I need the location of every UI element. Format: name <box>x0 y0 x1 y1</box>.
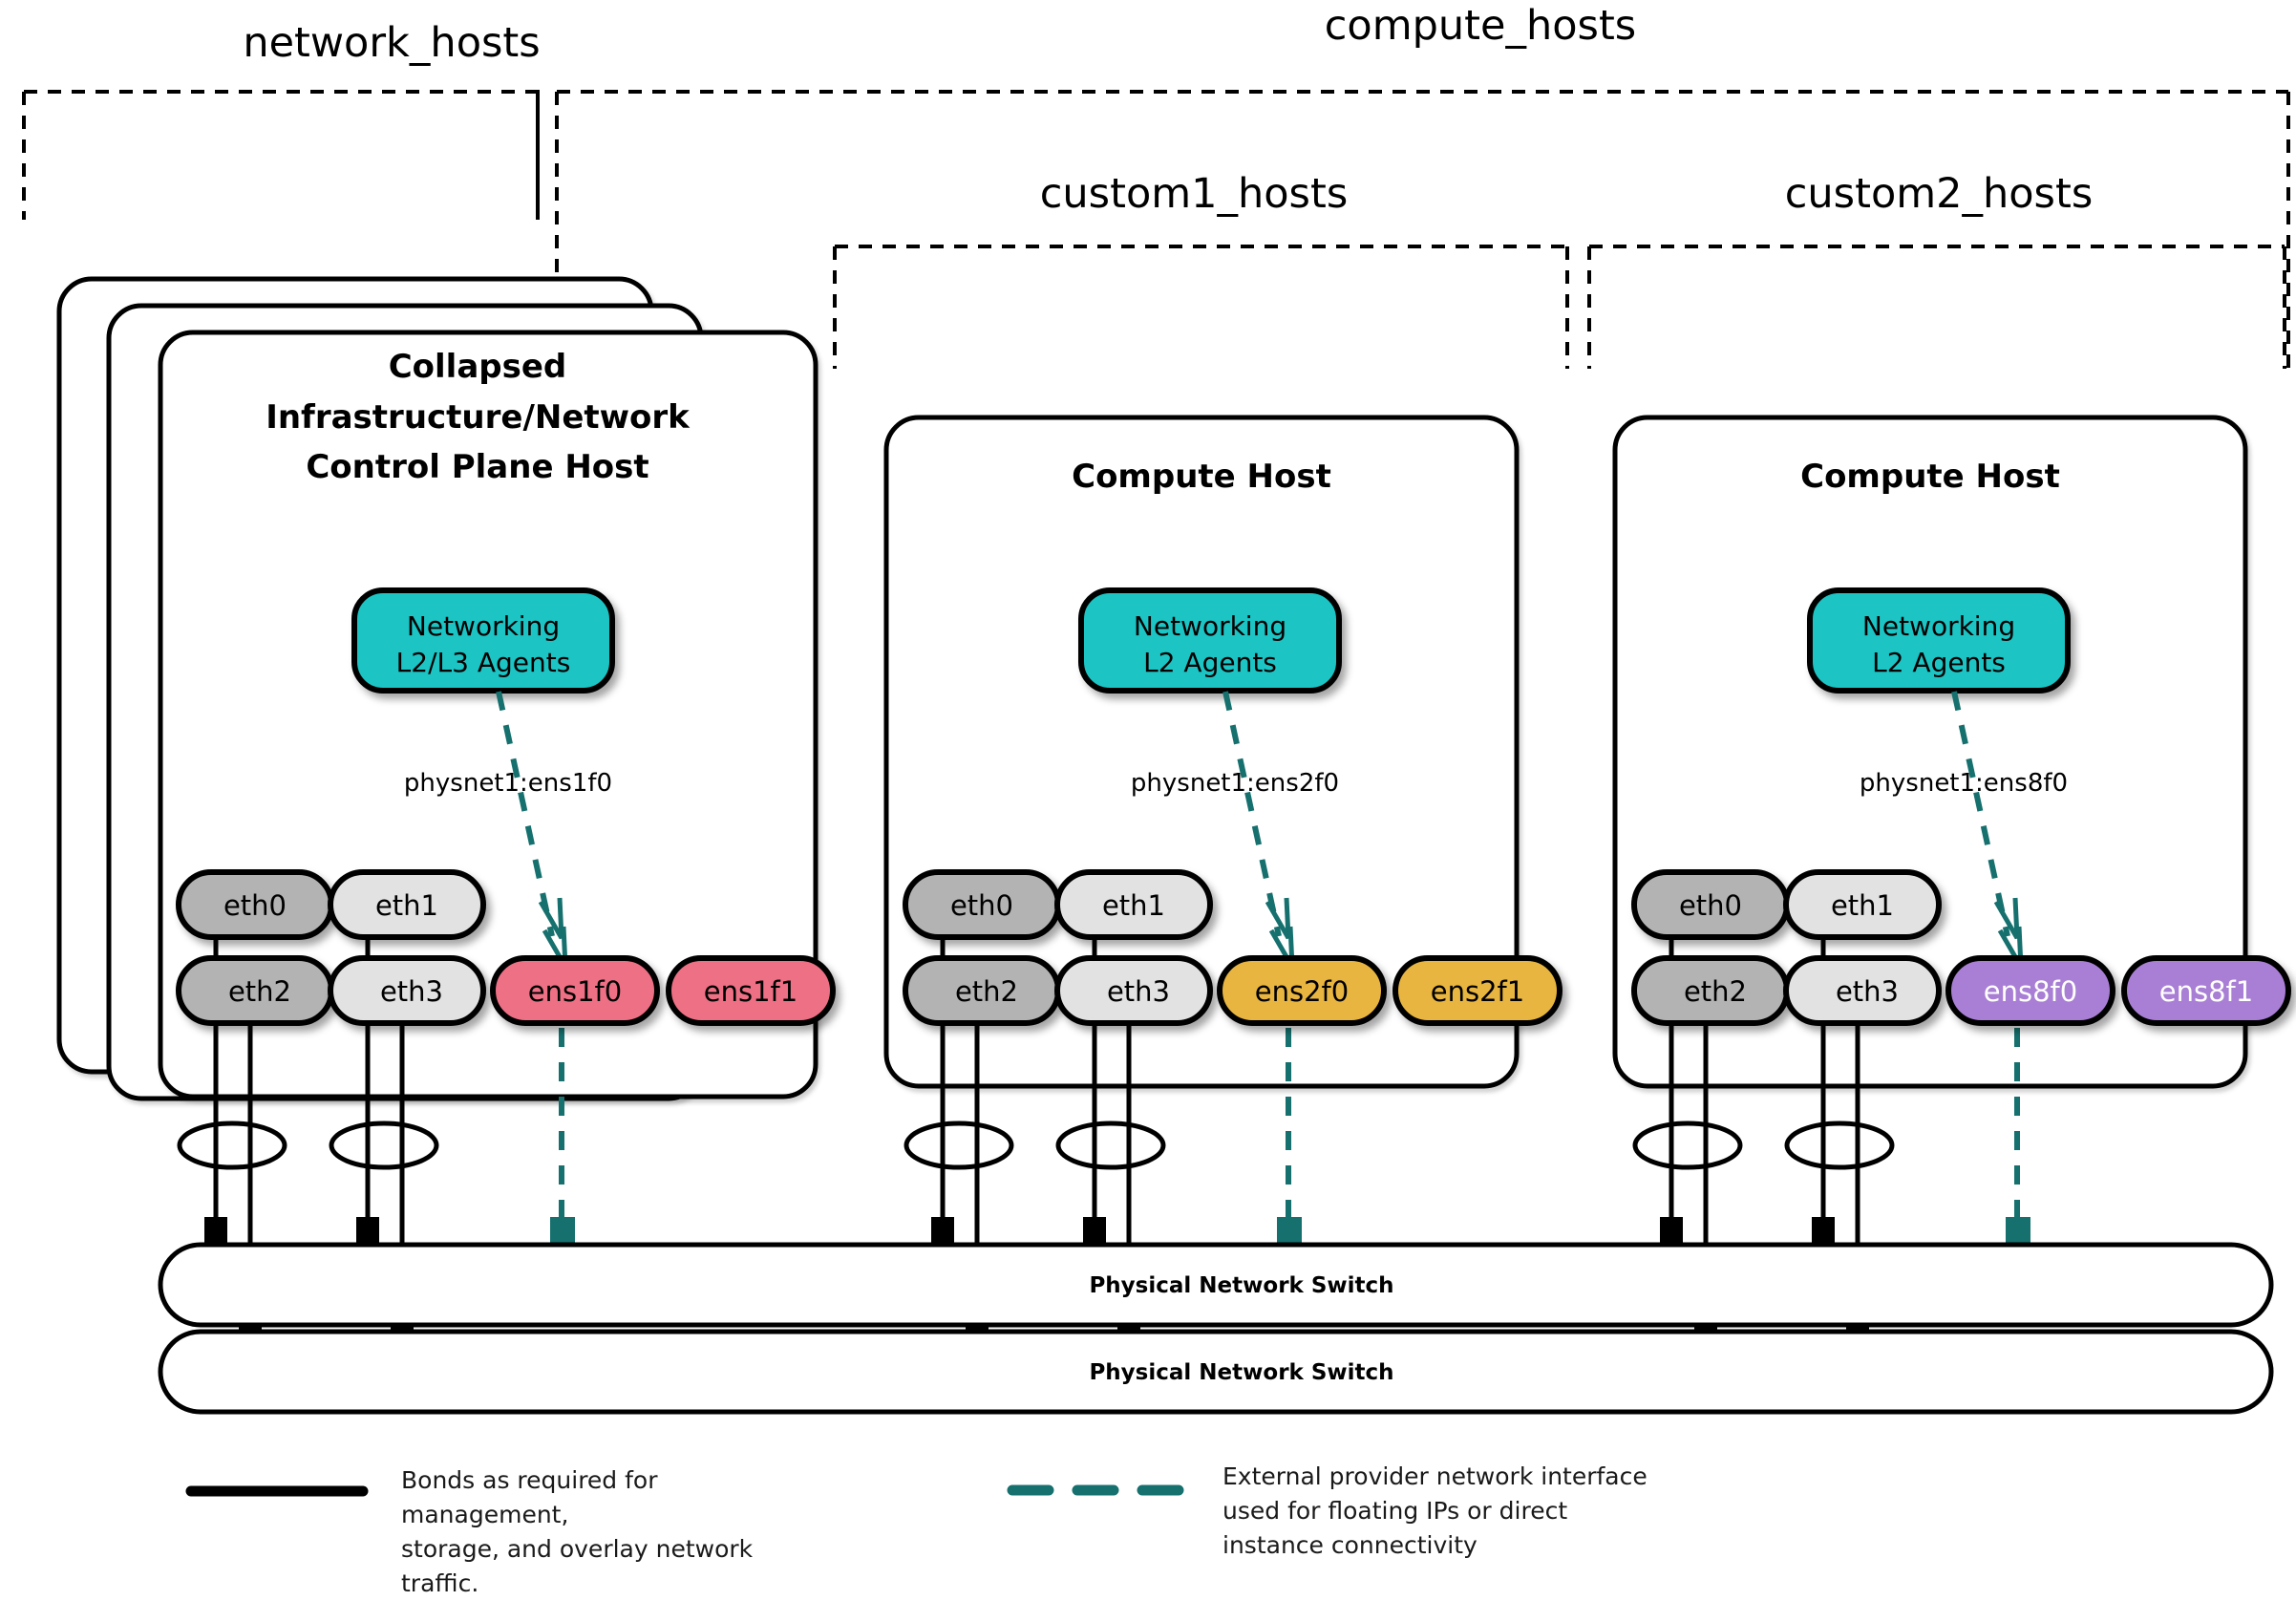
switch-label-top: Physical Network Switch <box>1089 1273 1393 1298</box>
bond-ellipse-host3-a <box>1632 1121 1743 1170</box>
nic-label-ens8f0: ens8f0 <box>1984 975 2077 1008</box>
legend-bond-line-2: storage, and overlay network traffic. <box>401 1535 754 1597</box>
nic-pill-eth2-host3[interactable]: eth2 <box>1631 955 1790 1026</box>
host-title-line-2: Infrastructure/Network <box>266 398 691 437</box>
nic-label-eth3-host3: eth3 <box>1836 975 1899 1008</box>
physnet-label-compute-1: physnet1:ens2f0 <box>1131 769 1339 798</box>
nic-label-eth1-host3: eth1 <box>1831 889 1894 922</box>
nic-row-bottom-host2: eth2 eth3 ens2f0 ens2f1 <box>903 955 1563 1026</box>
nic-pill-ens2f1[interactable]: ens2f1 <box>1392 955 1563 1026</box>
agent-label-compute1-line-1: Networking <box>1134 610 1286 642</box>
nic-pill-ens8f0[interactable]: ens8f0 <box>1945 955 2115 1026</box>
nic-label-ens2f1: ens2f1 <box>1431 975 1524 1008</box>
nic-label-eth0-host2: eth0 <box>950 889 1013 922</box>
bond-ellipse-host1-b <box>329 1121 439 1170</box>
legend-provider-line-1: External provider network interface <box>1222 1462 1648 1490</box>
agent-label-compute2-line-1: Networking <box>1862 610 2015 642</box>
legend-provider-line-3: instance connectivity <box>1222 1531 1478 1559</box>
physical-network-switch-bottom[interactable]: Physical Network Switch <box>158 1329 2274 1415</box>
legend-bond-text: Bonds as required for management, storag… <box>401 1463 812 1601</box>
nic-row-top-host2: eth0 eth1 <box>903 869 1213 940</box>
nic-label-eth2-host3: eth2 <box>1684 975 1747 1008</box>
physical-network-switch-top[interactable]: Physical Network Switch <box>158 1242 2274 1328</box>
bond-ellipse-host2-a <box>904 1121 1014 1170</box>
nic-label-eth3-host1: eth3 <box>380 975 443 1008</box>
nic-pill-eth2-host2[interactable]: eth2 <box>903 955 1061 1026</box>
agent-label-compute1-line-2: L2 Agents <box>1143 647 1277 678</box>
nic-label-ens1f0: ens1f0 <box>528 975 622 1008</box>
legend-provider-line-2: used for floating IPs or direct <box>1222 1497 1568 1525</box>
agent-pill-control-plane[interactable]: Networking L2/L3 Agents <box>351 587 615 694</box>
agent-label-compute2-line-2: L2 Agents <box>1872 647 2006 678</box>
nic-pill-eth2-host1[interactable]: eth2 <box>176 955 334 1026</box>
nic-pill-ens2f0[interactable]: ens2f0 <box>1217 955 1387 1026</box>
nic-pill-eth1-host3[interactable]: eth1 <box>1783 869 1942 940</box>
nic-pill-eth3-host1[interactable]: eth3 <box>328 955 486 1026</box>
group-boundary-network-hosts <box>22 90 540 220</box>
group-boundary-custom1-hosts <box>833 245 1569 369</box>
nic-pill-eth1-host2[interactable]: eth1 <box>1054 869 1213 940</box>
bond-ellipse-host2-b <box>1055 1121 1166 1170</box>
nic-pill-eth0-host1[interactable]: eth0 <box>176 869 334 940</box>
physnet-label-control-plane: physnet1:ens1f0 <box>404 769 612 798</box>
legend-provider-text: External provider network interface used… <box>1222 1460 1662 1563</box>
bond-ellipse-host3-b <box>1784 1121 1895 1170</box>
nic-pill-ens1f1[interactable]: ens1f1 <box>666 955 836 1026</box>
group-boundary-custom2-hosts <box>1587 245 2286 369</box>
nic-row-bottom-host3: eth2 eth3 ens8f0 ens8f1 <box>1631 955 2291 1026</box>
legend-bond-line-1: Bonds as required for management, <box>401 1466 658 1528</box>
nic-row-top-host1: eth0 eth1 <box>176 869 486 940</box>
nic-label-eth0-host1: eth0 <box>223 889 287 922</box>
nic-pill-ens8f1[interactable]: ens8f1 <box>2121 955 2291 1026</box>
physnet-label-compute-2: physnet1:ens8f0 <box>1860 769 2068 798</box>
nic-pill-eth0-host3[interactable]: eth0 <box>1631 869 1790 940</box>
nic-row-top-host3: eth0 eth1 <box>1631 869 1942 940</box>
nic-pill-eth1-host1[interactable]: eth1 <box>328 869 486 940</box>
agent-pill-compute-1[interactable]: Networking L2 Agents <box>1078 587 1342 694</box>
nic-label-eth2-host1: eth2 <box>228 975 291 1008</box>
nic-row-bottom-host1: eth2 eth3 ens1f0 ens1f1 <box>176 955 836 1026</box>
host-title-compute-1: Compute Host <box>1072 458 1331 496</box>
nic-pill-ens1f0[interactable]: ens1f0 <box>490 955 660 1026</box>
nic-label-ens1f1: ens1f1 <box>704 975 797 1008</box>
host-title-line-3: Control Plane Host <box>306 448 648 486</box>
host-title-compute-2: Compute Host <box>1800 458 2060 496</box>
nic-pill-eth3-host3[interactable]: eth3 <box>1783 955 1942 1026</box>
agent-pill-compute-2[interactable]: Networking L2 Agents <box>1807 587 2071 694</box>
nic-label-eth1-host1: eth1 <box>375 889 438 922</box>
agent-label-line-1: Networking <box>407 610 560 642</box>
nic-label-eth0-host3: eth0 <box>1679 889 1742 922</box>
nic-label-eth3-host2: eth3 <box>1107 975 1170 1008</box>
nic-label-ens2f0: ens2f0 <box>1255 975 1349 1008</box>
nic-label-eth2-host2: eth2 <box>955 975 1018 1008</box>
nic-label-eth1-host2: eth1 <box>1102 889 1165 922</box>
nic-label-ens8f1: ens8f1 <box>2159 975 2253 1008</box>
group-boundary-compute-hosts <box>555 90 2290 369</box>
bond-ellipse-host1-a <box>177 1121 287 1170</box>
nic-pill-eth0-host2[interactable]: eth0 <box>903 869 1061 940</box>
nic-pill-eth3-host2[interactable]: eth3 <box>1054 955 1213 1026</box>
agent-label-line-2: L2/L3 Agents <box>396 647 571 678</box>
host-title-line-1: Collapsed <box>389 348 567 386</box>
switch-label-bottom: Physical Network Switch <box>1089 1360 1393 1385</box>
